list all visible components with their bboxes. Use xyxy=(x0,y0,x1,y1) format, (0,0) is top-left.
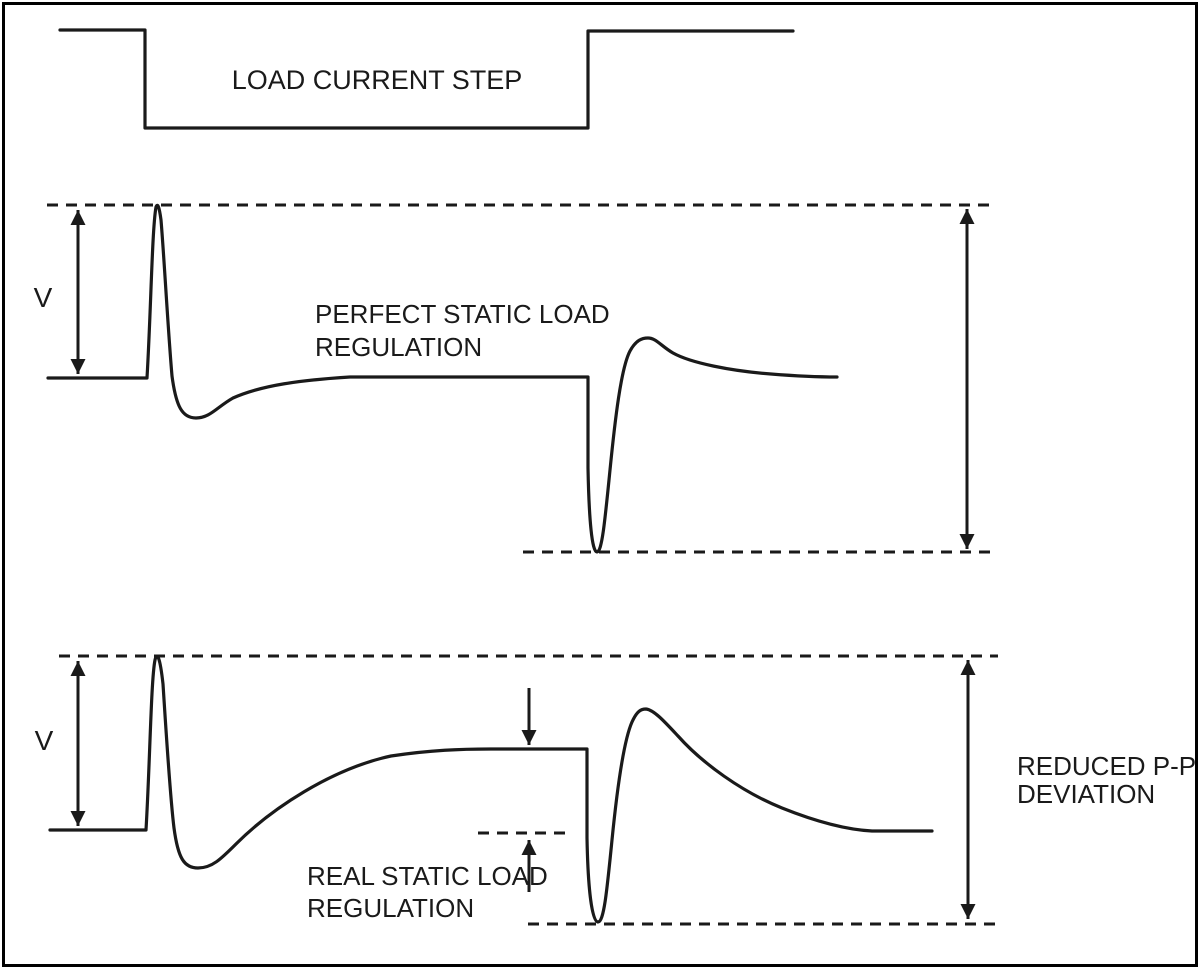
mid-v-label: V xyxy=(34,282,53,313)
real-regulation-waveform xyxy=(48,654,934,924)
perfect-regulation-label-line2: REGULATION xyxy=(315,332,482,362)
perfect-regulation-waveform xyxy=(46,203,839,554)
real-regulation-label-line1: REAL STATIC LOAD xyxy=(307,861,548,891)
load-current-step-waveform xyxy=(58,28,795,130)
perfect-regulation-label-line1: PERFECT STATIC LOAD xyxy=(315,299,610,329)
bottom-v-label: V xyxy=(35,725,54,756)
load-current-step-label: LOAD CURRENT STEP xyxy=(232,65,523,95)
real-regulation-label-line2: REGULATION xyxy=(307,893,474,923)
reduced-pp-label-line2: DEVIATION xyxy=(1017,779,1155,809)
reduced-pp-label-line1: REDUCED P-P xyxy=(1017,751,1196,781)
